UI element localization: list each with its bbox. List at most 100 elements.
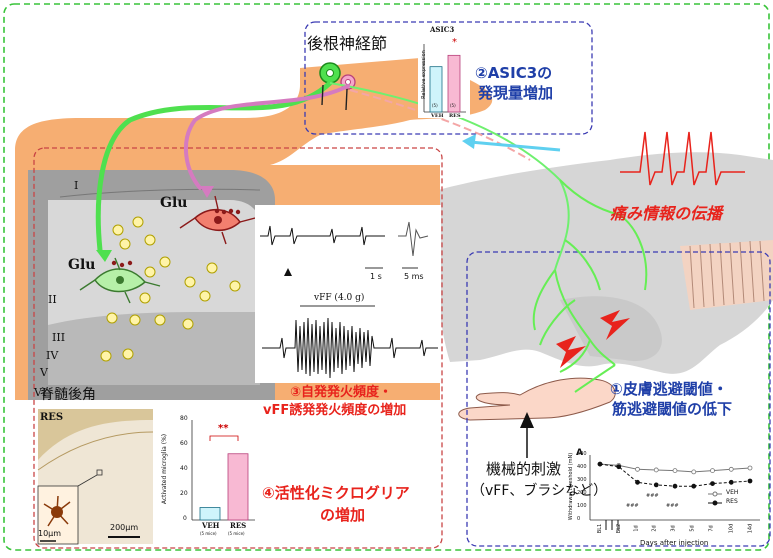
drg-title: 後根神経節 <box>307 34 388 53</box>
lamina-VI: VI <box>34 386 47 399</box>
action-potential-trace <box>620 131 745 186</box>
finding-4-line2: の増加 <box>320 506 366 524</box>
threshold-point-veh <box>653 467 659 473</box>
threshold-marks-2: ### <box>646 493 659 499</box>
threshold-xtick: 3d <box>670 525 677 532</box>
microglia-n-res: (5 mice) <box>228 531 245 536</box>
finding-1-line1: ①皮膚逃避閾値・ <box>610 380 728 398</box>
microglia-cat-res: RES <box>230 521 247 530</box>
microglia-tick-1: 20 <box>180 490 188 497</box>
threshold-xtick: 5d <box>689 525 696 532</box>
threshold-panel-letter: A <box>576 448 583 458</box>
dorsal-horn-neuron-left <box>79 257 161 304</box>
microglia-bar-res <box>227 453 249 521</box>
threshold-point-veh <box>635 466 640 472</box>
threshold-ytick: 500 <box>577 451 587 457</box>
microglia-icons <box>100 216 241 362</box>
lamina-border <box>59 188 261 198</box>
threshold-point-res <box>672 483 678 489</box>
finding-2-line1: ②ASIC3の <box>475 64 553 82</box>
lamina-IV: IV <box>46 349 59 362</box>
threshold-ylabel: Withdrawal threshold (mN) <box>568 452 575 521</box>
microglia-tick-2: 40 <box>180 465 188 472</box>
spinal-box <box>33 147 443 549</box>
green-afferent-fiber <box>95 80 333 253</box>
finding-4-line1: ④活性化ミクログリア <box>262 484 410 502</box>
microglia-tick-4: 80 <box>180 415 188 422</box>
threshold-xtick: 10d <box>728 523 735 534</box>
microglia-stars: ** <box>218 423 229 434</box>
evoked-trace <box>262 317 438 379</box>
lamina-V: V <box>40 366 48 379</box>
micro-scale-inset: 10μm <box>38 529 62 538</box>
threshold-marks-3: ### <box>666 503 679 509</box>
threshold-point-res <box>653 482 659 488</box>
microglia-ylabel: Activated microglia (%) <box>161 433 169 505</box>
drg-box <box>304 21 593 135</box>
threshold-legend-veh: VEH <box>726 489 739 496</box>
asic3-chart-title: ASIC3 <box>430 25 455 34</box>
threshold-point-res <box>710 481 715 487</box>
time-arrows <box>605 520 619 530</box>
microglia-n-veh: (5 mice) <box>200 531 217 536</box>
microglia-cat-veh: VEH <box>202 521 220 530</box>
threshold-xtick: 14d <box>747 523 754 534</box>
threshold-xlabel: Days after injection <box>640 539 709 547</box>
vff-label: vFF (4.0 g) <box>314 293 365 303</box>
asic3-cat-veh: VEH <box>431 113 444 119</box>
threshold-xtick: BL1 <box>597 523 604 534</box>
spinal-title: 脊髄後角 <box>40 387 96 403</box>
glu-label-1: Glu <box>160 195 188 211</box>
lightning-icon <box>556 336 586 368</box>
threshold-ytick: 400 <box>577 464 587 470</box>
threshold-point-res <box>691 483 697 489</box>
threshold-legend-marker <box>712 500 718 506</box>
threshold-xtick: 7d <box>708 525 715 532</box>
threshold-point-res <box>635 479 640 485</box>
threshold-point-veh <box>747 465 753 471</box>
scale-5ms: 5 ms <box>404 272 424 281</box>
asic3-n-veh: (5) <box>432 103 438 108</box>
microglia-chart <box>191 420 255 521</box>
finding-3-line1: ③自発発火頻度・ <box>290 385 393 400</box>
threshold-ytick: 200 <box>577 490 587 496</box>
threshold-xtick: BL2 <box>615 523 622 534</box>
threshold-point-veh <box>710 468 715 474</box>
deep-lamina <box>48 312 260 385</box>
dorsal-horn-neuron-right <box>179 195 256 245</box>
threshold-point-res <box>728 479 734 485</box>
glu-label-2: Glu <box>68 257 96 273</box>
lamina-I: I <box>74 179 79 192</box>
asic3-ylabel: Relative expression <box>420 50 427 99</box>
micro-scale-main: 200μm <box>110 523 139 532</box>
asic3-bar-veh <box>429 66 443 113</box>
asic3-star: * <box>452 37 457 48</box>
threshold-point-res <box>597 461 603 467</box>
microglia-tick-0: 0 <box>183 515 187 522</box>
limb-box <box>466 251 771 547</box>
threshold-chart <box>574 448 764 540</box>
spike-waveform <box>398 221 429 257</box>
threshold-ytick: 0 <box>577 516 581 522</box>
scale-1s: 1 s <box>370 272 382 281</box>
asic3-chart <box>418 36 470 118</box>
micro-res-label: RES <box>40 412 64 423</box>
paw <box>458 377 616 421</box>
lamina-III: III <box>52 331 66 344</box>
threshold-xtick: 2d <box>651 525 658 532</box>
signal-arrow <box>469 140 561 152</box>
lamina-II: II <box>48 293 57 306</box>
asic3-n-res: (5) <box>450 103 456 108</box>
finding-3-line2: vFF誘発発火頻度の増加 <box>263 403 407 418</box>
threshold-point-res <box>616 464 622 470</box>
pain-propagation-label: 痛み情報の伝播 <box>610 204 723 223</box>
threshold-legend-res: RES <box>726 498 738 505</box>
stimulus-line1: 機械的刺激 <box>486 460 562 478</box>
threshold-ytick: 100 <box>577 503 587 509</box>
lightning-icon <box>600 310 630 340</box>
asic3-bar-res <box>447 54 461 113</box>
microglia-tick-3: 60 <box>180 440 188 447</box>
threshold-marks-1: ### <box>626 503 639 509</box>
